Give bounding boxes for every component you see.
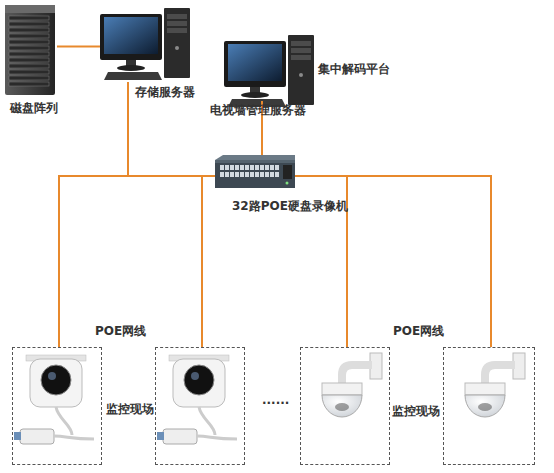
poe-switch-device-part bbox=[283, 165, 292, 179]
dome-camera bbox=[14, 355, 237, 444]
storage-server: 存储服务器 bbox=[100, 8, 192, 82]
ellipsis-mark: ...... bbox=[262, 393, 289, 407]
disk-array-rack bbox=[5, 5, 55, 95]
node-label: 存储服务器 bbox=[135, 85, 195, 99]
poe-switch-device-part bbox=[215, 160, 295, 163]
camera-site-box bbox=[443, 347, 535, 465]
cable-label: POE网线 bbox=[95, 324, 146, 338]
disk-array-rack-part bbox=[9, 76, 49, 80]
disk-array-rack-part bbox=[5, 5, 55, 13]
network-cable bbox=[59, 176, 215, 347]
disk-array-rack-part bbox=[9, 52, 49, 56]
camera-site-box bbox=[300, 347, 390, 465]
node-label: 电视墙管理服务器 bbox=[210, 103, 306, 117]
speed-dome-camera bbox=[322, 353, 525, 417]
disk-array-rack-part bbox=[9, 22, 49, 26]
poe-switch-device-part bbox=[220, 165, 280, 179]
disk-array-rack-part bbox=[5, 5, 55, 95]
site-label: 监控现场 bbox=[106, 402, 154, 416]
storage-server-pc bbox=[100, 8, 190, 80]
node-label: 32路POE硬盘录像机 bbox=[232, 199, 348, 213]
site-label: 监控现场 bbox=[392, 404, 440, 418]
network-cable bbox=[202, 176, 215, 347]
cable-label: POE网线 bbox=[393, 324, 444, 338]
poe-switch-device bbox=[215, 155, 295, 188]
disk-array-rack-part bbox=[9, 64, 49, 68]
storage-server-pc-part bbox=[100, 8, 190, 80]
node-label: 磁盘阵列 bbox=[10, 101, 58, 115]
video-wall-server-pc-part bbox=[224, 35, 314, 107]
disk-array-rack-part bbox=[9, 82, 49, 86]
disk-array-rack-part bbox=[9, 28, 49, 32]
network-cable bbox=[57, 45, 100, 47]
disk-array: 磁盘阵列 bbox=[5, 5, 57, 97]
dome-camera-part bbox=[14, 355, 94, 444]
poe-switch-device-part bbox=[286, 182, 289, 185]
disk-array-rack-part bbox=[9, 16, 49, 20]
dome-camera-part bbox=[157, 355, 237, 444]
disk-array-rack-part bbox=[9, 70, 49, 74]
disk-array-rack-part bbox=[9, 46, 49, 50]
poe-switch-device-part bbox=[215, 160, 295, 188]
poe-nvr-switch: 32路POE硬盘录像机 bbox=[215, 155, 295, 190]
network-cable bbox=[128, 82, 215, 176]
platform-note: 集中解码平台 bbox=[318, 62, 390, 76]
disk-array-rack-part bbox=[9, 58, 49, 62]
disk-array-rack-part bbox=[9, 40, 49, 44]
video-wall-server-pc bbox=[224, 35, 314, 107]
video-wall-server: 电视墙管理服务器 bbox=[224, 35, 314, 101]
disk-array-rack-part bbox=[9, 34, 49, 38]
speed-dome-camera-part bbox=[322, 353, 382, 417]
speed-dome-camera-part bbox=[465, 353, 525, 417]
camera-site-box bbox=[155, 347, 245, 465]
poe-switch-device-part bbox=[215, 155, 295, 160]
camera-site-box bbox=[12, 347, 102, 465]
